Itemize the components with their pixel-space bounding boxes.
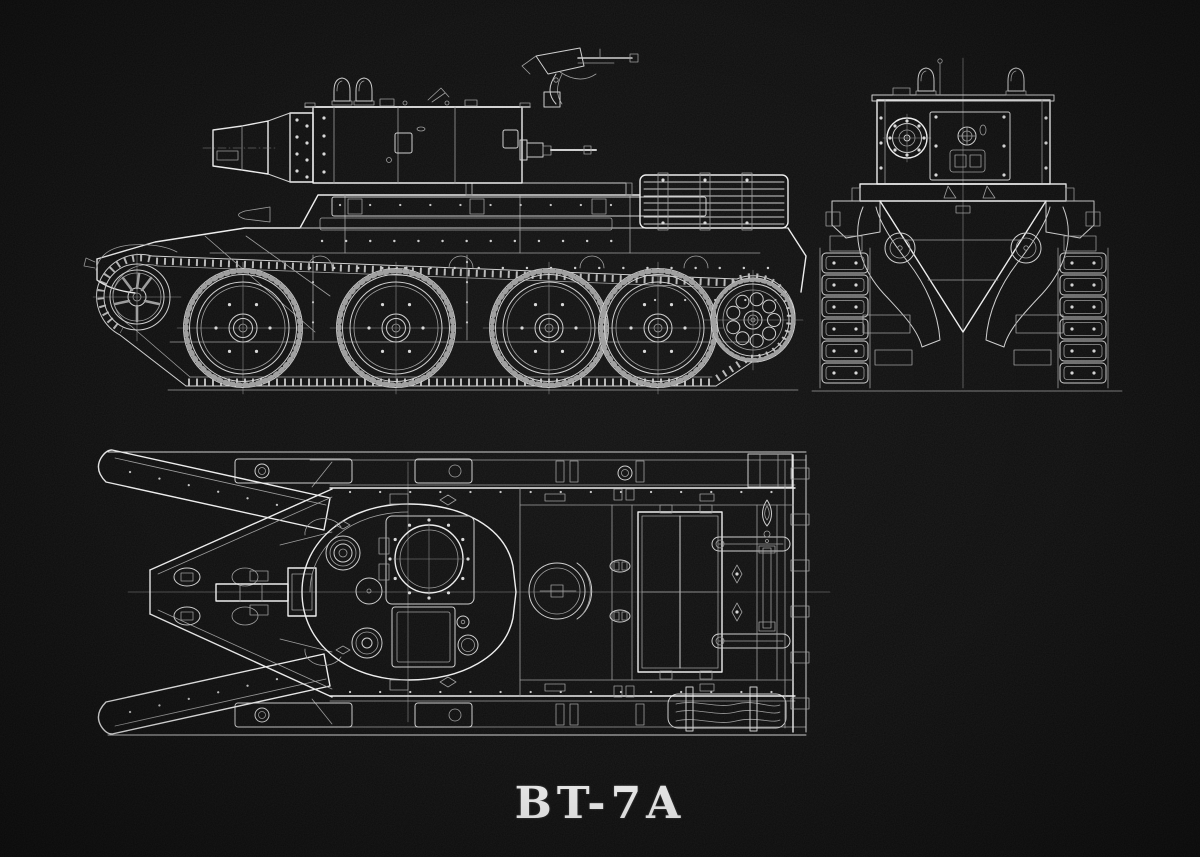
turret-side	[202, 47, 639, 184]
radiator-grille	[637, 504, 723, 680]
main-gun-top	[215, 567, 317, 617]
front-fenders-top	[97, 449, 331, 735]
vision-port	[502, 129, 519, 149]
hull-top	[149, 454, 810, 733]
track-band-bottom	[107, 686, 807, 736]
drawing-title: BT-7A	[514, 778, 686, 829]
track-columns-front	[819, 235, 1109, 389]
main-gun	[202, 112, 314, 183]
engine-access-hatch	[528, 562, 593, 620]
idler-wheel	[92, 252, 182, 342]
engine-deck-side	[465, 172, 789, 231]
aa-machine-gun	[427, 47, 639, 108]
side-view-drawing	[83, 47, 807, 394]
stowed-tarpaulin	[667, 686, 787, 732]
engine-deck-top	[519, 487, 794, 697]
running-gear-side	[92, 252, 804, 394]
track-band-top	[107, 451, 807, 488]
vision-port	[394, 132, 413, 154]
top-view-drawing	[97, 449, 831, 736]
louver-grille-side	[639, 172, 789, 231]
turret-front	[871, 58, 1055, 185]
rear-machine-gun	[519, 139, 597, 161]
drive-sprocket	[702, 269, 804, 371]
turret-hatch	[378, 515, 475, 605]
gun-mantlet-front	[882, 113, 932, 163]
turret-top	[301, 493, 517, 691]
hull-mg-ball	[957, 124, 987, 146]
front-view-drawing	[811, 57, 1123, 392]
